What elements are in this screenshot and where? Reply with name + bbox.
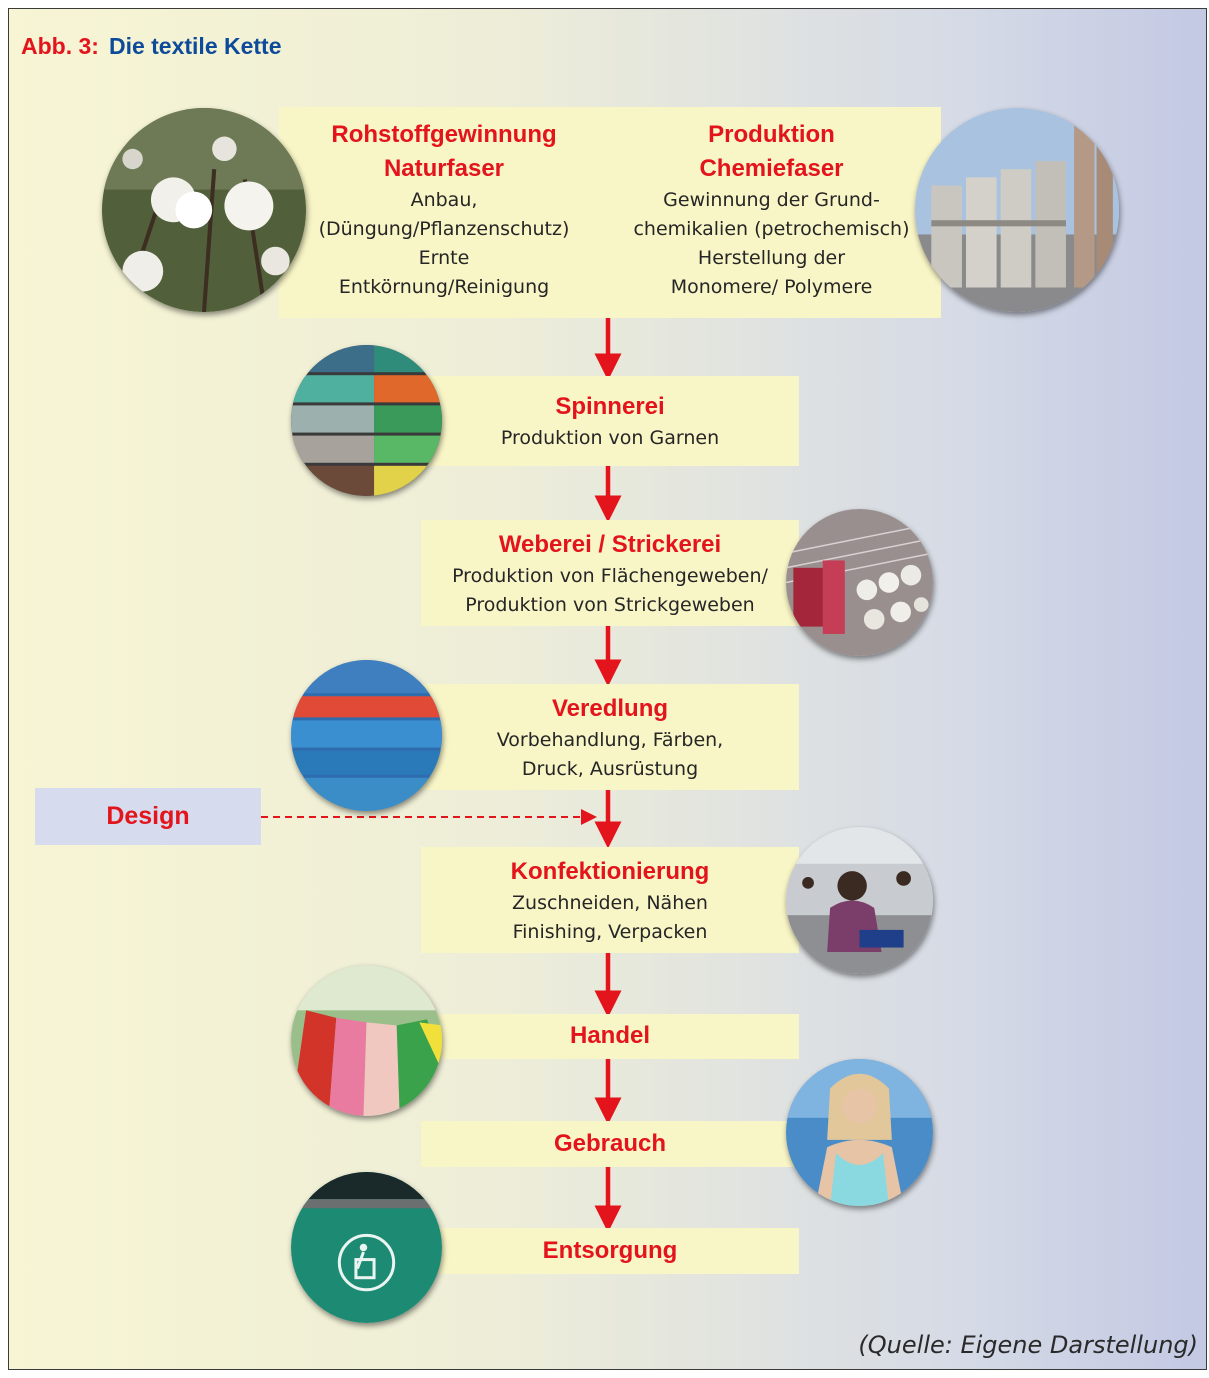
chemiefaser-line-4: Monomere/ Polymere	[670, 276, 873, 298]
stage-entsorgung: Entsorgung	[421, 1228, 799, 1274]
stage-gebrauch: Gebrauch	[421, 1121, 799, 1167]
stage-heading: Gebrauch	[553, 1130, 667, 1157]
stage-line: Zuschneiden, Nähen	[512, 892, 708, 914]
flow-arrows	[261, 318, 622, 1233]
chemiefaser-heading-1: Produktion	[708, 121, 835, 148]
chemiefaser-heading-2: Chemiefaser	[699, 155, 844, 182]
chemiefaser-line-3: Herstellung der	[697, 247, 846, 269]
stage-heading: Konfektionierung	[510, 858, 710, 885]
stage-veredlung: Veredlung Vorbehandlung, Färben, Druck, …	[421, 684, 799, 790]
stage-line: Vorbehandlung, Färben,	[496, 729, 724, 751]
woman-wearing-top-photo	[786, 1059, 933, 1206]
stage-heading: Entsorgung	[542, 1237, 678, 1264]
stage-line: Produktion von Garnen	[500, 427, 720, 449]
trash-bin-photo	[291, 1172, 442, 1323]
figure-label: Abb. 3:	[21, 33, 99, 59]
top-box: Rohstoffgewinnung Naturfaser Anbau, (Dün…	[279, 107, 941, 318]
stage-spinnerei: Spinnerei Produktion von Garnen	[421, 376, 799, 466]
design-label: Design	[106, 802, 190, 830]
naturfaser-line-2: (Düngung/Pflanzenschutz)	[318, 218, 570, 240]
naturfaser-line-3: Ernte	[418, 247, 470, 269]
chemiefaser-line-1: Gewinnung der Grund-	[663, 189, 880, 211]
yarn-spools-photo	[291, 345, 442, 496]
stage-heading: Weberei / Strickerei	[498, 531, 722, 558]
naturfaser-heading-1: Rohstoffgewinnung	[331, 121, 557, 148]
naturfaser-line-1: Anbau,	[410, 189, 478, 211]
naturfaser-heading-2: Naturfaser	[383, 155, 505, 182]
stage-konfektionierung: Konfektionierung Zuschneiden, Nähen Fini…	[421, 847, 799, 953]
weaving-loom-photo	[786, 509, 933, 656]
sewing-worker-photo	[786, 827, 933, 974]
source-note: (Quelle: Eigene Darstellung)	[858, 1331, 1198, 1359]
stage-handel: Handel	[421, 1014, 799, 1059]
figure-title: Abb. 3: Die textile Kette	[21, 33, 282, 60]
folded-fabric-photo	[291, 660, 442, 811]
design-box: Design	[35, 788, 261, 845]
stage-line: Produktion von Flächengeweben/	[452, 565, 768, 587]
naturfaser-line-4: Entkörnung/Reinigung	[338, 276, 550, 298]
stage-heading: Spinnerei	[555, 393, 665, 420]
stage-heading: Veredlung	[551, 695, 669, 722]
clothes-rack-photo	[291, 965, 442, 1116]
figure-title-text: Die textile Kette	[108, 33, 282, 59]
chemiefaser-column: Produktion Chemiefaser Gewinnung der Gru…	[609, 118, 934, 302]
naturfaser-column: Rohstoffgewinnung Naturfaser Anbau, (Dün…	[279, 118, 609, 302]
chemiefaser-line-2: chemikalien (petrochemisch)	[633, 218, 910, 240]
stage-line: Produktion von Strickgeweben	[465, 594, 755, 616]
figure-frame: Abb. 3: Die textile Kette Rohstoffgewinnu…	[8, 8, 1207, 1370]
stage-line: Finishing, Verpacken	[512, 921, 708, 943]
cotton-plant-photo	[102, 108, 306, 312]
chemical-silos-photo	[915, 108, 1119, 312]
stage-weberei: Weberei / Strickerei Produktion von Fläc…	[421, 520, 799, 626]
stage-heading: Handel	[569, 1022, 650, 1049]
stage-line: Druck, Ausrüstung	[521, 758, 699, 780]
